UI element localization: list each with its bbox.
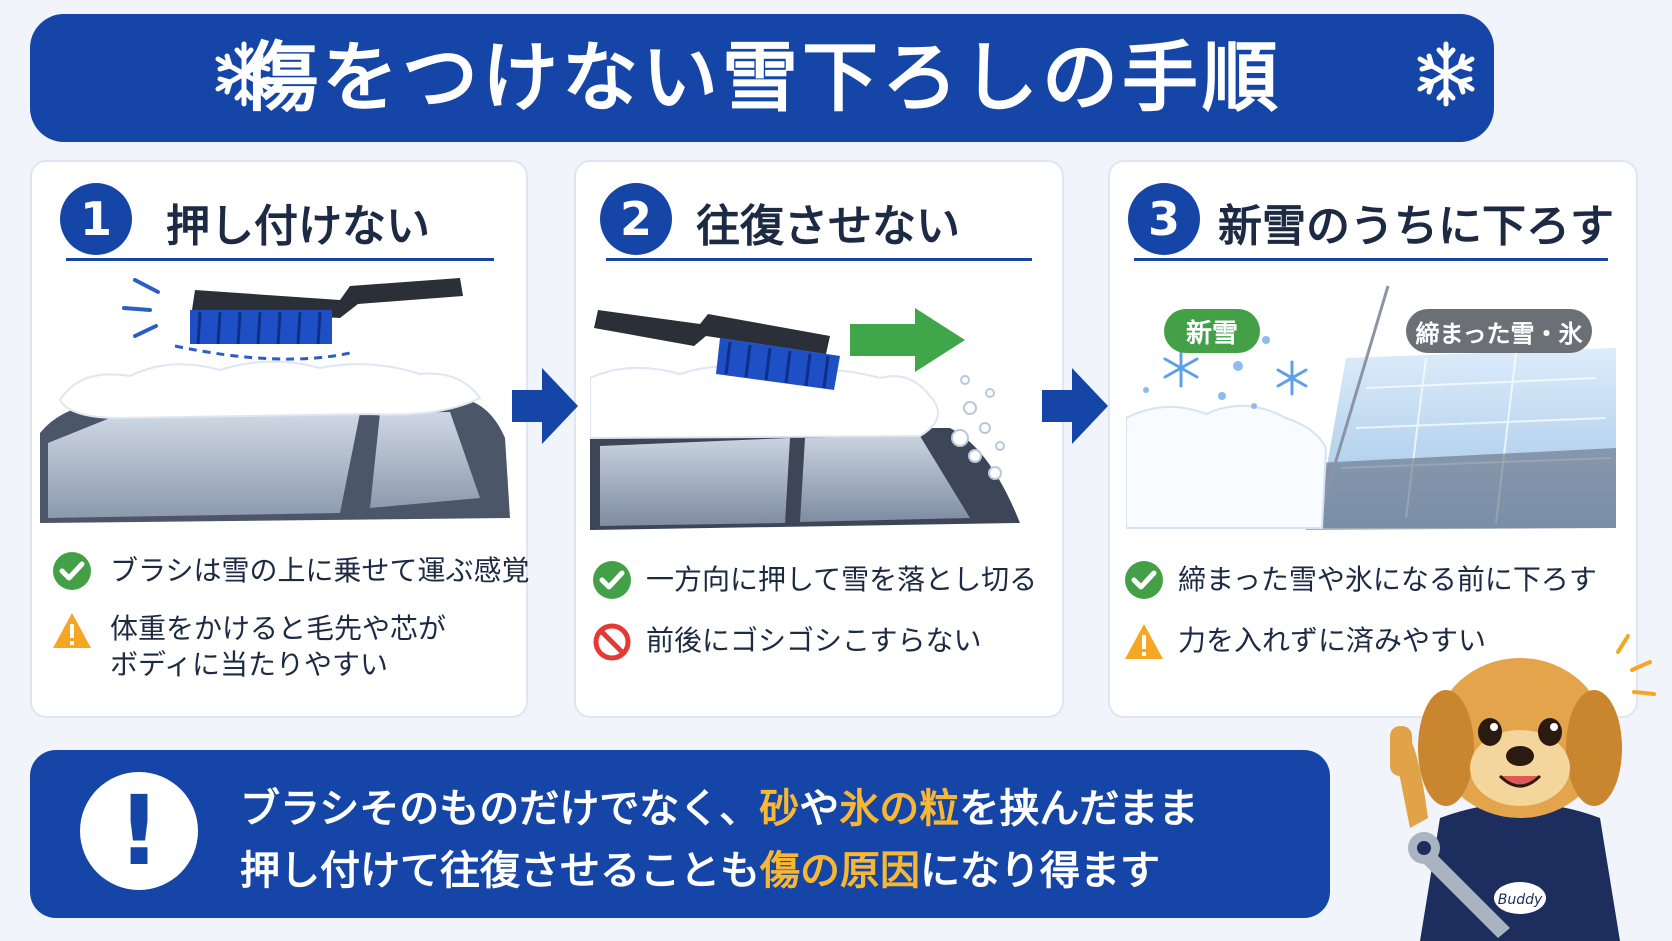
arrow-right-icon (512, 368, 578, 444)
snowflake-icon (215, 41, 273, 107)
step-1-point-2-line-1: 体重をかけると毛先や芯が (110, 612, 447, 645)
prohibited-icon (593, 623, 631, 661)
divider (66, 258, 494, 261)
check-icon (1125, 561, 1163, 599)
fresh-vs-packed-snow-illustration (1126, 285, 1616, 530)
caution-panel (30, 750, 1330, 918)
car-roof-brush-illustration (40, 278, 510, 523)
step-1-point-2-line-2: ボディに当たりやすい (110, 648, 389, 681)
fresh-snow-tag: 新雪 (1164, 309, 1260, 353)
title-banner: 傷をつけない雪下ろしの手順 (30, 14, 1494, 142)
page-title: 傷をつけない雪下ろしの手順 (242, 33, 1282, 122)
step-title-2: 往復させない (696, 201, 960, 252)
divider (1134, 258, 1608, 261)
brush-push-illustration (590, 308, 1020, 530)
step-2-point-1: 一方向に押して雪を落とし切る (646, 563, 1038, 596)
step-title-1: 押し付けない (166, 201, 430, 252)
snowflake-icon (1417, 41, 1475, 107)
warning-icon (53, 613, 91, 648)
step-3-point-1: 締まった雪や氷になる前に下ろす (1178, 563, 1597, 596)
packed-snow-tag: 締まった雪・氷 (1406, 309, 1592, 353)
dog-mascot: Buddy (1390, 634, 1656, 941)
arrow-right-icon (1042, 368, 1108, 444)
caution-line-2: 押し付けて往復させることも傷の原因になり得ます (240, 848, 1160, 894)
step-1-point-1: ブラシは雪の上に乗せて運ぶ感覚 (110, 554, 530, 587)
step-2-point-2: 前後にゴシゴシこすらない (646, 624, 982, 657)
check-icon (593, 561, 631, 599)
step-number-1: 1 (60, 183, 132, 255)
step-title-3: 新雪のうちに下ろす (1218, 201, 1614, 252)
step-number-2: 2 (600, 183, 672, 255)
caution-line-1: ブラシそのものだけでなく、砂や氷の粒を挟んだまま (240, 786, 1199, 832)
step-3-point-2: 力を入れずに済みやすい (1178, 624, 1487, 657)
check-icon (53, 552, 91, 590)
warning-icon (1125, 624, 1163, 659)
exclamation-icon: ! (80, 772, 198, 890)
mascot-badge: Buddy (1498, 892, 1543, 908)
step-number-3: 3 (1128, 183, 1200, 255)
divider (606, 258, 1032, 261)
